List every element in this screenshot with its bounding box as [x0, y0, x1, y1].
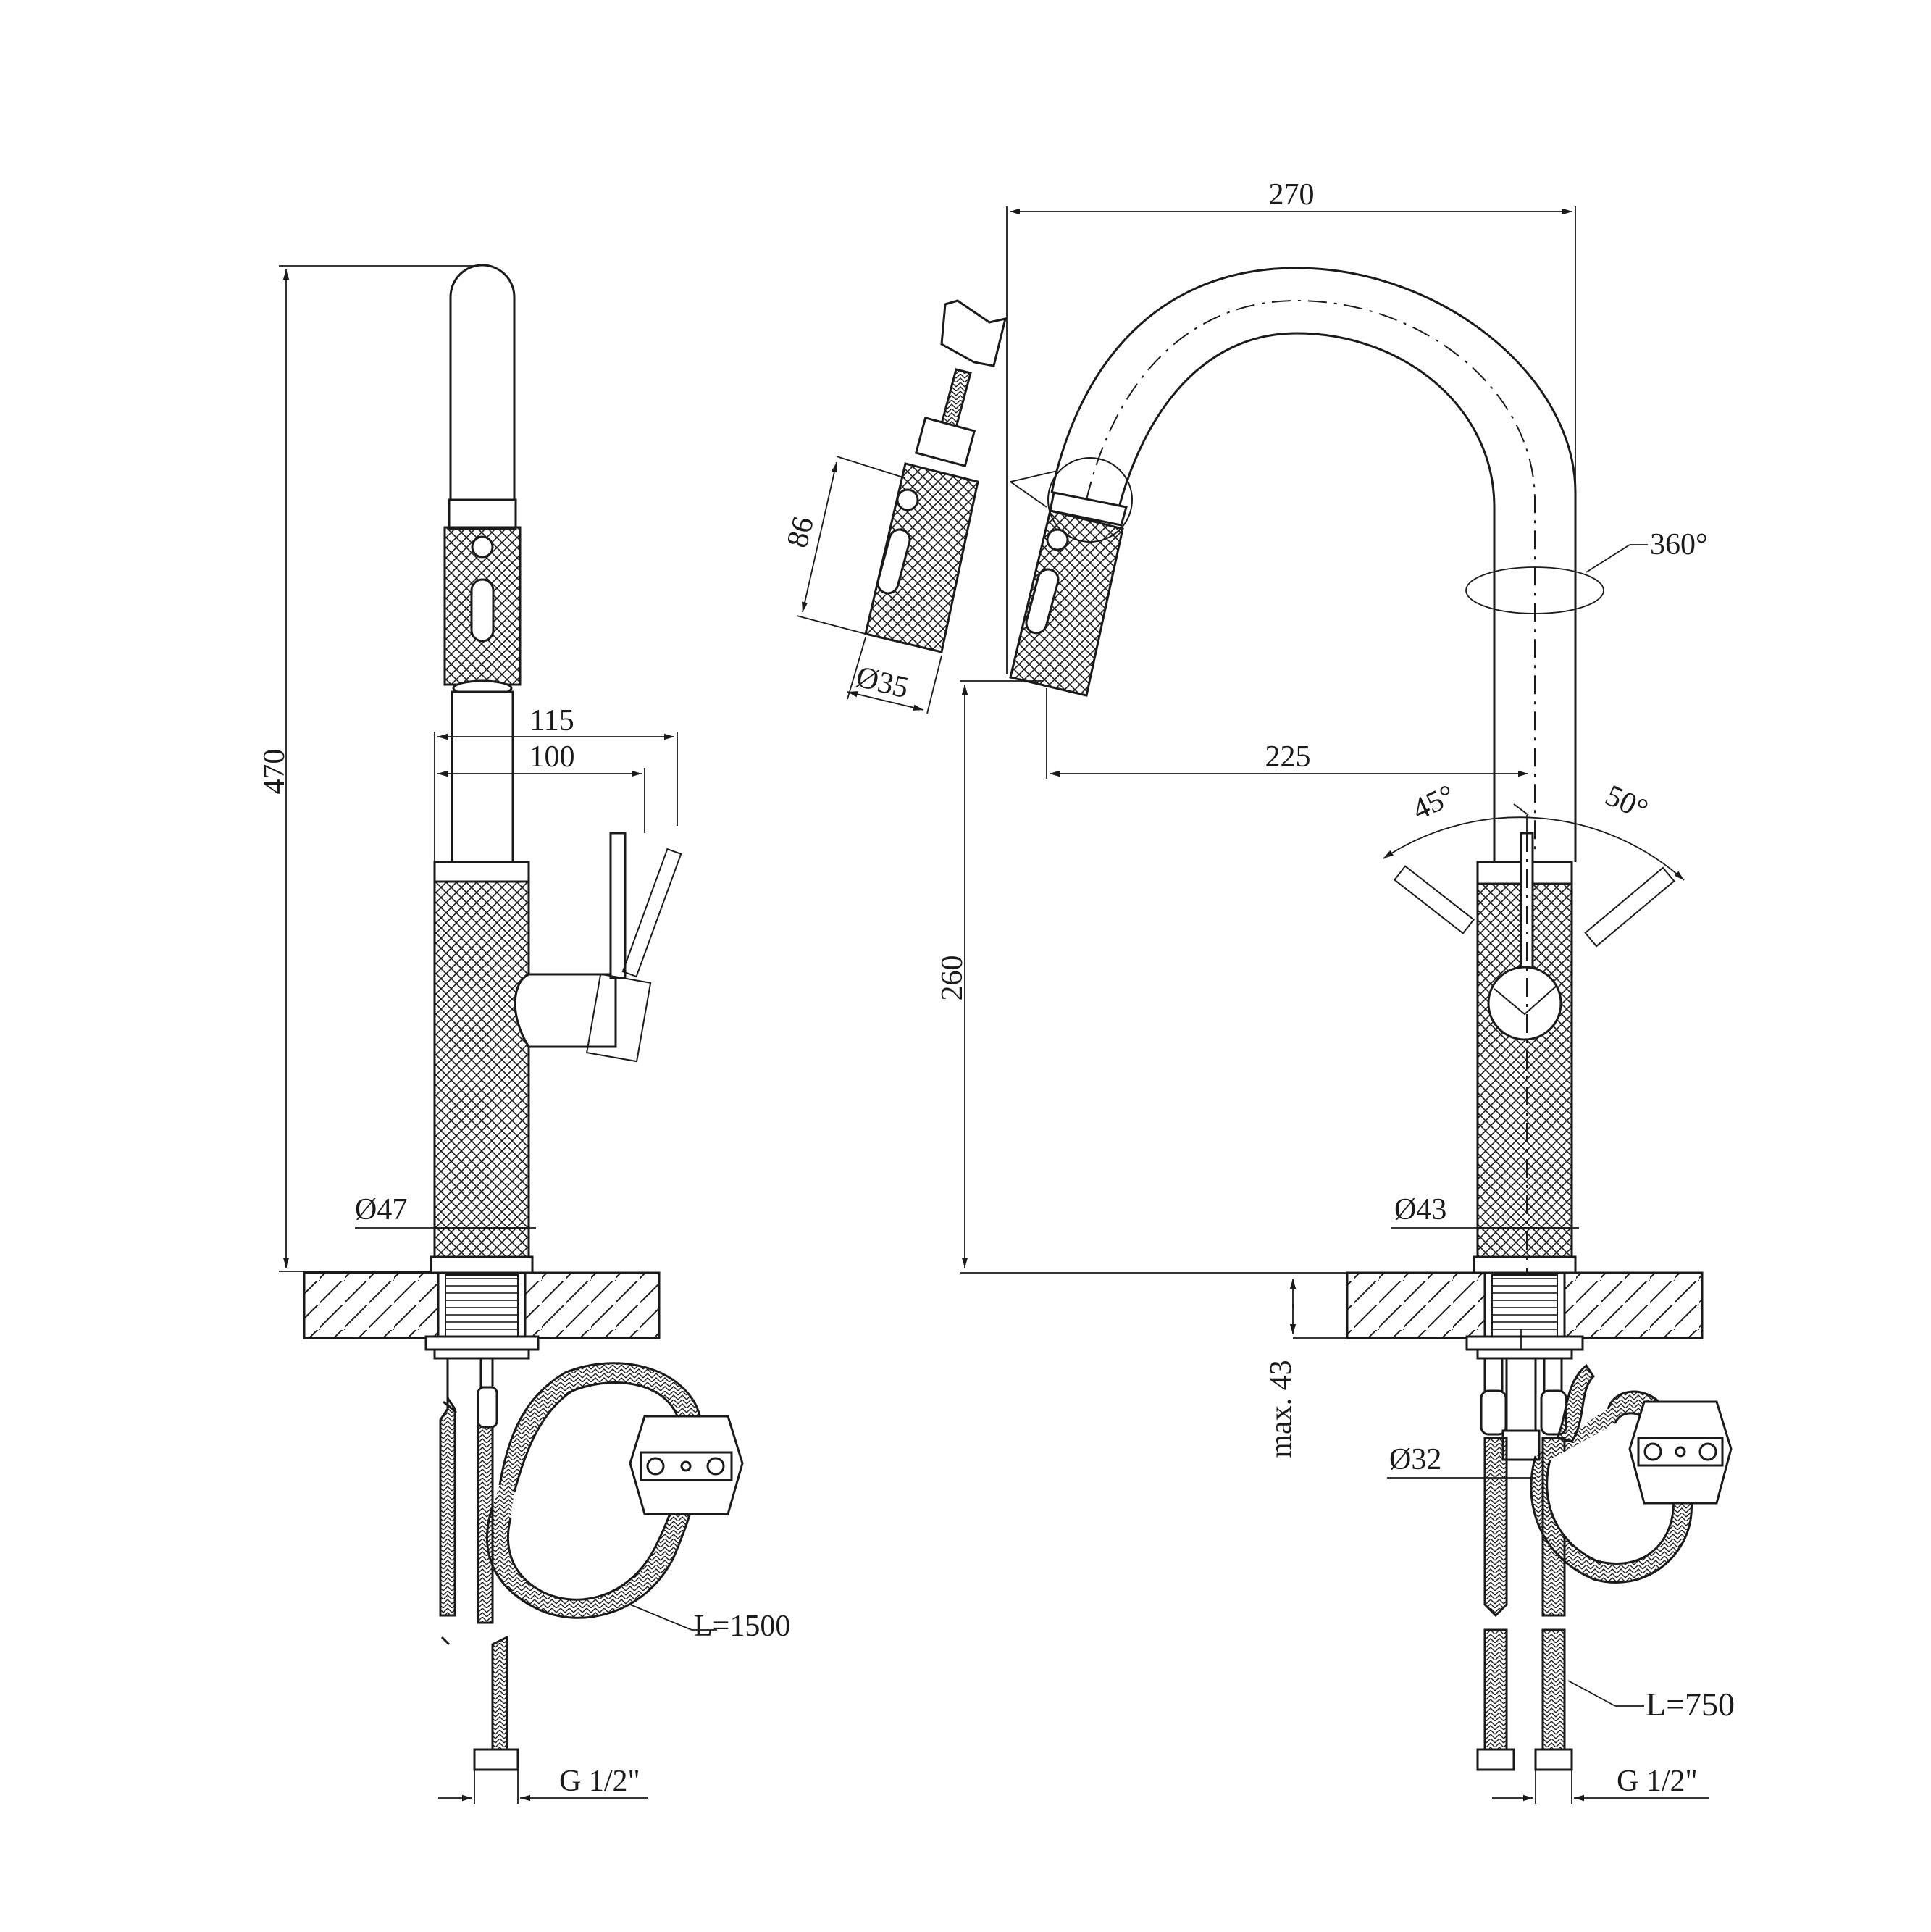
label-d32: Ø32	[1389, 1443, 1441, 1476]
label-270: 270	[1269, 178, 1315, 212]
label-225: 225	[1265, 740, 1311, 774]
spray-head-detached	[864, 299, 1008, 653]
dimension-thread-right: G 1/2"	[1492, 1765, 1709, 1804]
label-100: 100	[529, 740, 575, 774]
dimension-diameter-32: Ø32	[1387, 1443, 1536, 1479]
hoses-front	[1476, 1357, 1693, 1771]
gooseneck-spout: 360°	[1050, 267, 1708, 862]
label-50: 50°	[1600, 779, 1653, 827]
label-470: 470	[258, 749, 291, 795]
dimension-100: 100	[437, 740, 645, 833]
label-g12-left: G 1/2"	[559, 1765, 640, 1798]
connector-box-left	[629, 1415, 744, 1515]
faucet-body-front	[1473, 832, 1577, 1449]
label-hose-1500: L=1500	[629, 1604, 790, 1643]
svg-text:L=1500: L=1500	[694, 1610, 790, 1643]
side-view: 470	[258, 264, 790, 1804]
dimension-225: 225	[1046, 688, 1528, 779]
label-max43: max. 43	[1265, 1360, 1298, 1458]
spray-head	[443, 526, 522, 697]
lever-side	[514, 832, 682, 1063]
spout-neck	[451, 690, 514, 863]
label-260: 260	[936, 955, 969, 1001]
dimension-115: 115	[434, 704, 678, 862]
svg-text:L=750: L=750	[1646, 1686, 1735, 1723]
countertop-left	[303, 1271, 661, 1360]
faucet-body	[430, 861, 534, 1274]
dimension-height-470: 470	[258, 265, 478, 1272]
dimension-max-43: max. 43	[1265, 1279, 1354, 1458]
label-d35: Ø35	[853, 660, 911, 705]
dimension-diameter-47: Ø47	[355, 1193, 536, 1229]
spout-upper-tube	[448, 264, 517, 530]
label-hose-750: L=750	[1567, 1680, 1735, 1723]
hoses-side	[439, 1357, 705, 1771]
front-view: 270 360° 86	[781, 178, 1735, 1804]
spray-head-attached	[1009, 457, 1133, 697]
label-g12-right: G 1/2"	[1617, 1765, 1698, 1798]
label-d43: Ø43	[1394, 1193, 1446, 1226]
dimension-diameter-43: Ø43	[1391, 1193, 1579, 1229]
dimension-thread-left: G 1/2"	[438, 1765, 648, 1804]
dimension-260: 260	[936, 680, 1485, 1274]
head-slot-icon	[470, 578, 495, 643]
label-115: 115	[529, 704, 574, 737]
label-360: 360°	[1650, 528, 1708, 561]
label-45: 45°	[1407, 779, 1460, 827]
countertop-right	[1346, 1271, 1704, 1360]
label-d47: Ø47	[355, 1193, 407, 1226]
head-button-icon	[471, 535, 494, 559]
label-86: 86	[781, 513, 821, 551]
connector-box-right	[1628, 1400, 1733, 1505]
dimension-270: 270	[1006, 178, 1576, 674]
